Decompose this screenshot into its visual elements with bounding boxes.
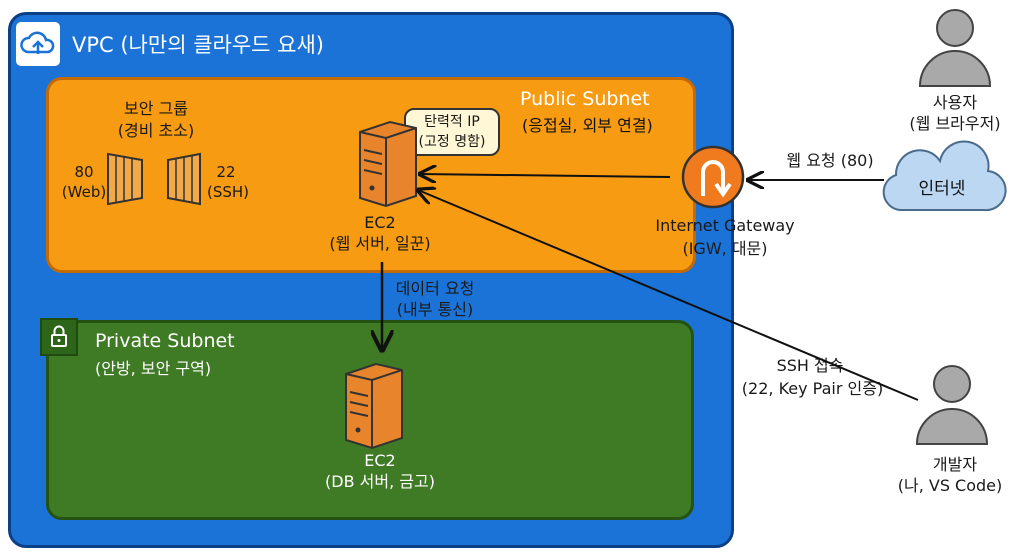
u-turn-arrow-icon: [681, 145, 745, 209]
ec2-db-title: EC2: [364, 451, 396, 470]
private-subnet-subtitle: (안방, 보안 구역): [95, 359, 212, 378]
igw-to-ec2-arrow: [420, 174, 671, 177]
public-subnet-title: Public Subnet: [520, 88, 650, 110]
data-request-label: 데이터 요청: [395, 279, 475, 298]
user-icon: [915, 365, 989, 445]
cloud-icon: 인터넷: [882, 140, 1007, 212]
port-web-label: (Web): [61, 183, 107, 201]
developer-subtitle: (나, VS Code): [897, 476, 1003, 495]
elastic-ip-badge: 탄력적 IP (고정 명함): [404, 108, 500, 156]
ec2-web-title: EC2: [364, 213, 396, 232]
port-web-number: 80: [74, 163, 94, 181]
security-group-title: 보안 그룹: [124, 99, 188, 118]
lock-icon: [40, 318, 78, 356]
port-ssh-number: 22: [216, 163, 236, 181]
ssh-access-sublabel: (22, Key Pair 인증): [741, 379, 884, 398]
vpc-title: VPC (나만의 클라우드 요새): [72, 33, 324, 57]
security-group-subtitle: (경비 초소): [117, 121, 195, 140]
developer-title: 개발자: [932, 455, 978, 474]
igw-subtitle: (IGW, 대문): [682, 239, 768, 258]
user-title: 사용자: [932, 93, 978, 112]
user-icon: [918, 9, 992, 87]
elastic-ip-label: 탄력적 IP: [424, 114, 480, 130]
ec2-web-subtitle: (웹 서버, 일꾼): [329, 234, 431, 253]
web-request-label: 웹 요청 (80): [786, 151, 874, 170]
private-subnet-title: Private Subnet: [95, 330, 235, 352]
ssh-access-arrow: [418, 190, 919, 401]
internet-label: 인터넷: [919, 179, 966, 199]
port-ssh-label: (SSH): [206, 183, 250, 201]
igw-title: Internet Gateway: [655, 216, 795, 235]
public-subnet-subtitle: (응접실, 외부 연결): [522, 116, 653, 135]
ec2-db-subtitle: (DB 서버, 금고): [325, 472, 435, 491]
cloud-upload-icon: [16, 22, 60, 66]
server-icon: [345, 362, 403, 450]
server-icon: [359, 120, 417, 208]
firewall-icon: [167, 152, 201, 206]
data-request-sublabel: (내부 통신): [396, 300, 474, 319]
elastic-ip-sublabel: (고정 명함): [418, 134, 486, 150]
firewall-icon: [107, 152, 143, 206]
user-subtitle: (웹 브라우저): [909, 114, 1001, 133]
